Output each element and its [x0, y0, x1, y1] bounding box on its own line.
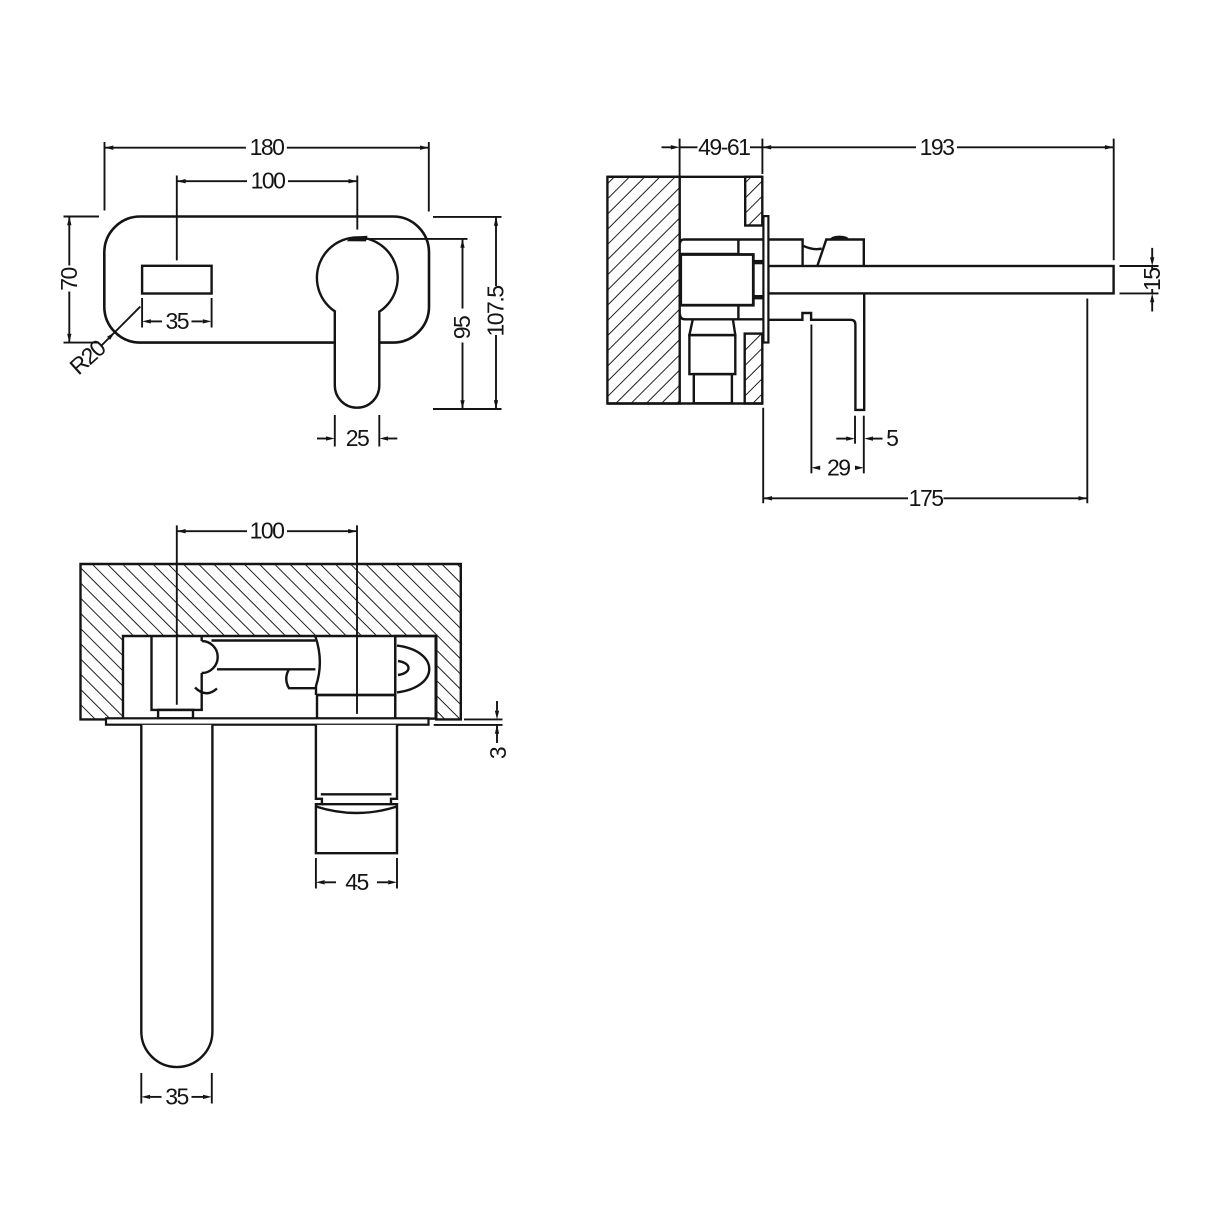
- svg-text:175: 175: [909, 485, 944, 511]
- svg-text:180: 180: [250, 134, 285, 160]
- svg-text:R20: R20: [64, 335, 110, 380]
- svg-text:100: 100: [250, 518, 285, 544]
- svg-text:35: 35: [166, 308, 189, 334]
- svg-text:70: 70: [56, 268, 82, 291]
- svg-text:3: 3: [485, 747, 511, 759]
- svg-text:35: 35: [165, 1083, 188, 1109]
- svg-text:45: 45: [345, 869, 368, 895]
- svg-text:25: 25: [346, 425, 369, 451]
- svg-text:107.5: 107.5: [483, 286, 509, 337]
- svg-text:15: 15: [1139, 268, 1165, 291]
- svg-text:193: 193: [920, 134, 955, 160]
- svg-text:49-61: 49-61: [698, 134, 750, 160]
- svg-text:29: 29: [827, 454, 850, 480]
- svg-text:5: 5: [886, 425, 898, 451]
- svg-text:95: 95: [449, 316, 475, 339]
- svg-text:100: 100: [251, 168, 286, 194]
